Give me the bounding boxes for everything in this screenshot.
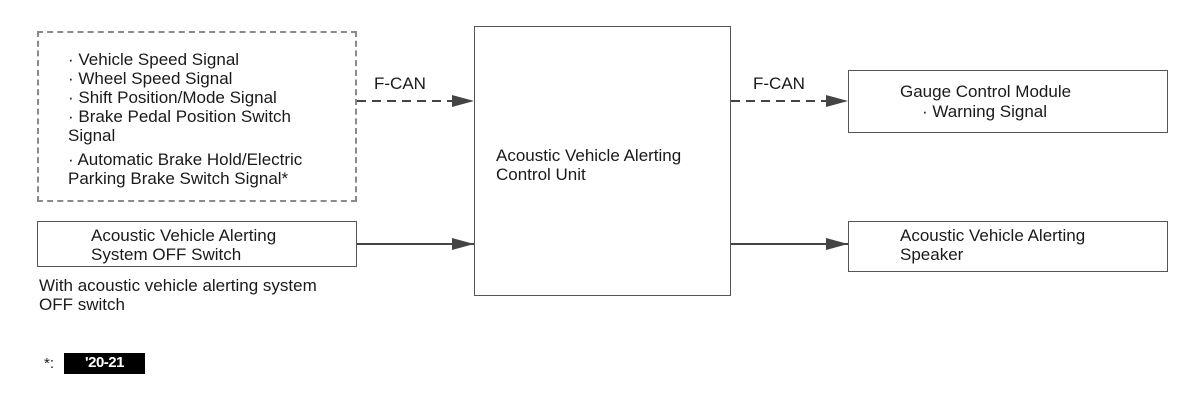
input-signal-line: · Shift Position/Mode Signal xyxy=(68,88,277,107)
gauge-control-module-box xyxy=(848,70,1168,133)
speaker-box xyxy=(848,221,1168,272)
arrow-right-icon xyxy=(826,95,848,107)
arrow-right-icon xyxy=(826,238,848,250)
control-unit-label: Acoustic Vehicle Alerting xyxy=(496,146,682,165)
f-can-label-right: F-CAN xyxy=(753,74,805,93)
gauge-module-label: Gauge Control Module xyxy=(900,82,1072,101)
model-year-badge: '20-21 xyxy=(64,353,145,374)
input-signal-line: · Vehicle Speed Signal xyxy=(68,50,240,69)
input-signal-line: Signal xyxy=(68,126,116,145)
control-unit-box xyxy=(474,26,731,296)
arrow-right-icon xyxy=(452,238,474,250)
control-unit-label: Control Unit xyxy=(496,165,586,184)
input-signal-line: Parking Brake Switch Signal* xyxy=(68,169,289,188)
speaker-label: Speaker xyxy=(900,245,964,264)
footnote-marker: *: xyxy=(44,355,55,372)
input-signal-line: · Wheel Speed Signal xyxy=(68,69,233,88)
f-can-label-left: F-CAN xyxy=(374,74,426,93)
off-switch-note: With acoustic vehicle alerting system xyxy=(39,276,317,295)
off-switch-label: System OFF Switch xyxy=(91,245,242,264)
input-signals-box xyxy=(37,31,357,202)
speaker-label: Acoustic Vehicle Alerting xyxy=(900,226,1086,245)
off-switch-note: OFF switch xyxy=(39,295,125,314)
input-signal-line: · Automatic Brake Hold/Electric xyxy=(68,150,303,169)
off-switch-label: Acoustic Vehicle Alerting xyxy=(91,226,277,245)
off-switch-box xyxy=(37,221,357,267)
arrow-right-icon xyxy=(452,95,474,107)
gauge-module-label: · Warning Signal xyxy=(922,102,1048,121)
input-signal-line: · Brake Pedal Position Switch xyxy=(68,107,291,126)
